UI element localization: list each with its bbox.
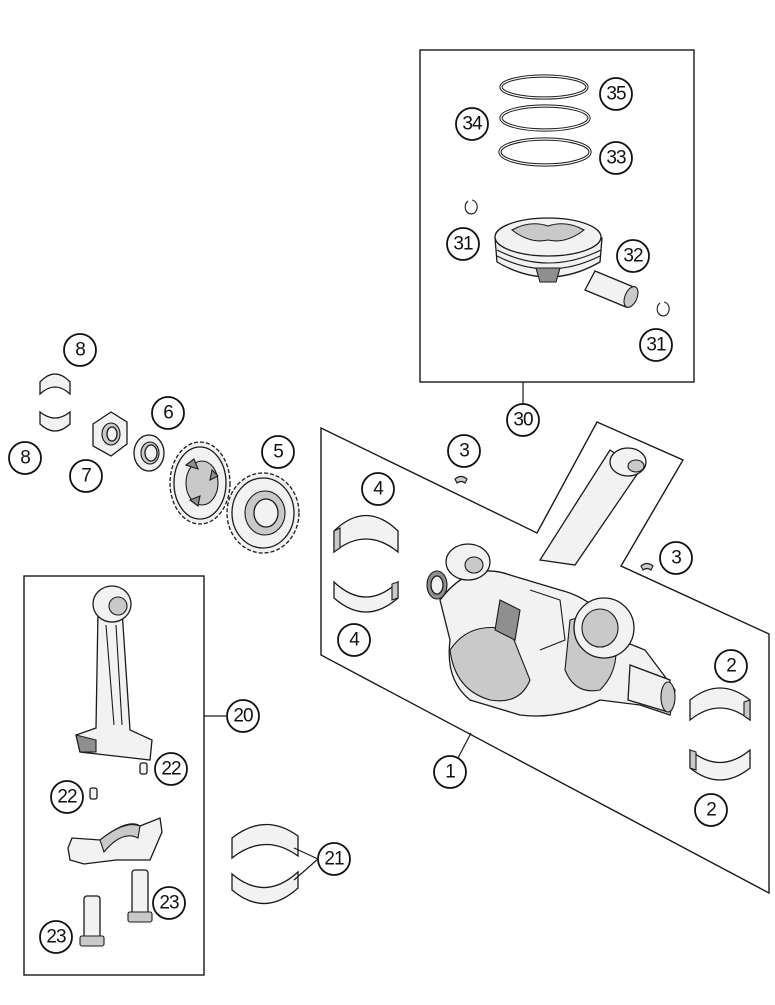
svg-text:1: 1: [445, 762, 455, 783]
dowel-sleeve-right: [139, 762, 148, 775]
svg-text:5: 5: [273, 442, 283, 463]
callout-6: 6: [151, 396, 185, 430]
piston-ring-oil: [498, 137, 592, 167]
callout-33: 33: [599, 141, 633, 175]
conrod-bearing-leader-upper: [293, 847, 319, 860]
callout-3-right: 3: [659, 541, 693, 575]
callout-22-right: 22: [154, 752, 188, 786]
callout-7: 7: [69, 459, 103, 493]
woodruff-key-right: [640, 562, 654, 571]
svg-text:8: 8: [20, 448, 30, 469]
callout-5: 5: [261, 435, 295, 469]
callout-23-right: 23: [152, 886, 186, 920]
callout-20: 20: [226, 699, 260, 733]
balancer-gear: [226, 472, 300, 554]
piston-pin-clip-right: [656, 301, 670, 317]
svg-text:2: 2: [726, 656, 736, 677]
main-bearing-shell-upper-left: [333, 515, 399, 554]
svg-text:23: 23: [46, 927, 66, 948]
svg-text:3: 3: [671, 548, 681, 569]
svg-text:35: 35: [606, 84, 626, 105]
piston-pin: [584, 270, 639, 308]
svg-text:23: 23: [159, 893, 179, 914]
svg-text:31: 31: [646, 335, 666, 356]
svg-text:22: 22: [161, 759, 181, 780]
svg-text:33: 33: [606, 148, 626, 169]
conrod-bearing-shell-upper: [231, 823, 299, 860]
conrod-bolt-left: [79, 895, 105, 947]
callout-2-upper: 2: [714, 649, 748, 683]
callout-30: 30: [506, 403, 540, 437]
callout-31-left: 31: [446, 227, 480, 261]
svg-text:7: 7: [81, 466, 91, 487]
bearing-shell-upper-small: [39, 373, 71, 396]
svg-text:4: 4: [373, 479, 384, 500]
svg-text:21: 21: [324, 849, 344, 870]
thrust-washer: [133, 434, 165, 472]
conrod-bearing-leader-lower: [293, 858, 319, 881]
piston-pin-clip-left: [464, 199, 478, 215]
svg-text:34: 34: [462, 114, 483, 135]
svg-text:8: 8: [75, 340, 85, 361]
connecting-rod: [75, 585, 153, 761]
svg-text:2: 2: [706, 800, 716, 821]
connecting-rod-cap: [67, 817, 163, 865]
svg-text:30: 30: [513, 410, 533, 431]
piston-group-frame: [419, 49, 695, 383]
callout-34: 34: [455, 107, 489, 141]
svg-text:32: 32: [623, 246, 643, 267]
piston: [494, 217, 603, 283]
svg-text:3: 3: [459, 441, 469, 462]
piston-ring-top: [499, 74, 589, 100]
callout-8-upper: 8: [63, 333, 97, 367]
main-bearing-shell-lower-left: [333, 580, 399, 613]
hex-nut: [92, 411, 128, 457]
callout-3-left: 3: [447, 434, 481, 468]
conrod-bolt-right: [127, 869, 153, 923]
callout-1: 1: [433, 755, 467, 789]
main-bearing-shell-upper-right: [689, 687, 751, 722]
callout-21: 21: [317, 842, 351, 876]
piston-ring-middle: [499, 104, 591, 132]
crankshaft: [426, 543, 676, 717]
callout-4-upper: 4: [361, 472, 395, 506]
conrod-bearing-shell-lower: [231, 870, 299, 905]
sprocket-wheel: [169, 441, 231, 525]
svg-text:6: 6: [163, 403, 173, 424]
callout-2-lower: 2: [694, 793, 728, 827]
main-bearing-shell-lower-right: [689, 748, 751, 781]
svg-text:20: 20: [233, 706, 253, 727]
callout-35: 35: [599, 77, 633, 111]
woodruff-key-left: [454, 475, 468, 484]
svg-text:4: 4: [349, 630, 360, 651]
crankshaft-leader: [457, 732, 472, 759]
callout-32: 32: [616, 239, 650, 273]
dowel-sleeve-left: [89, 787, 98, 800]
callout-31-right: 31: [639, 328, 673, 362]
connecting-rod-group-frame: [23, 575, 205, 976]
bearing-shell-lower-small: [39, 410, 71, 432]
callout-8-lower: 8: [8, 441, 42, 475]
connecting-rod-assembled: [538, 447, 647, 566]
svg-text:22: 22: [57, 787, 77, 808]
callout-23-left: 23: [39, 920, 73, 954]
callout-22-left: 22: [50, 780, 84, 814]
svg-text:31: 31: [453, 234, 473, 255]
callout-4-lower: 4: [337, 623, 371, 657]
